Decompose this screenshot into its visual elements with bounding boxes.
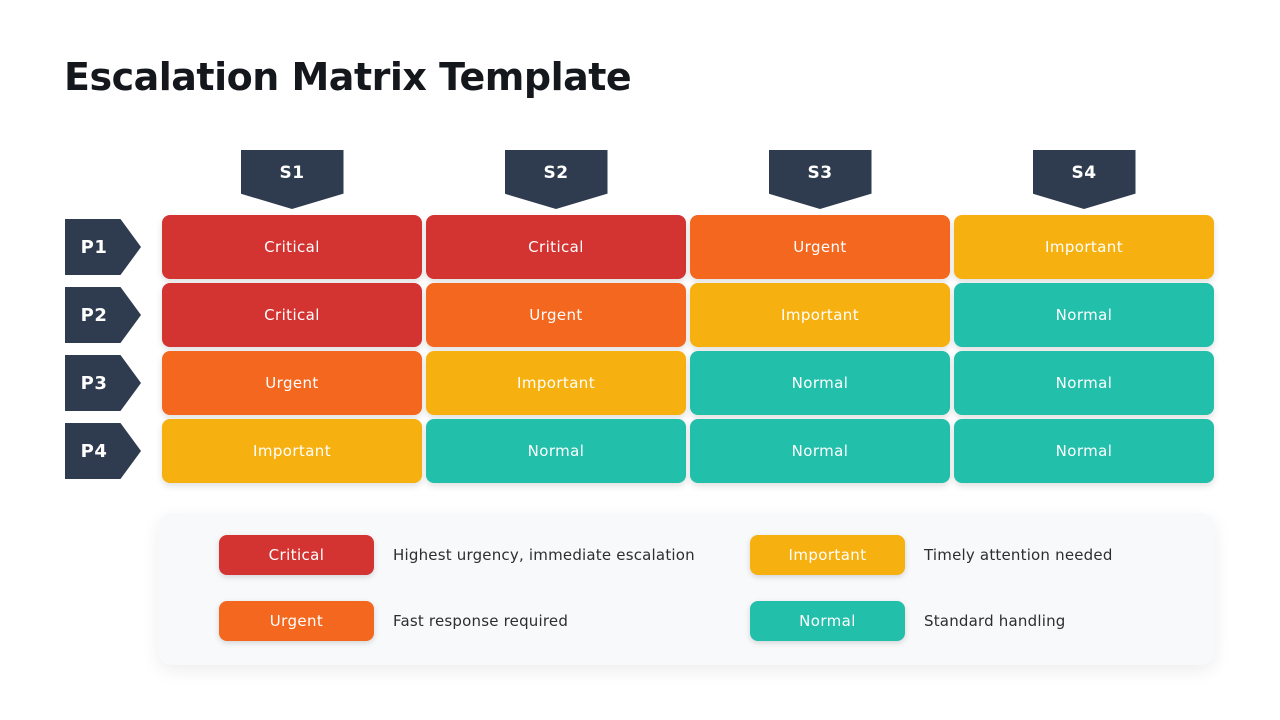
legend-panel: Critical Highest urgency, immediate escal… (158, 513, 1215, 665)
legend-chip-label: Important (788, 546, 867, 564)
matrix-cell: Normal (954, 283, 1214, 347)
matrix-cell-label: Urgent (793, 238, 847, 256)
legend-description: Timely attention needed (924, 546, 1113, 564)
matrix-cell-label: Normal (791, 442, 849, 460)
matrix-cell: Important (954, 215, 1214, 279)
matrix-cell-label: Important (781, 306, 859, 324)
legend-item: Urgent Fast response required (219, 601, 750, 641)
matrix-cell: Normal (954, 419, 1214, 483)
matrix-cell-label: Normal (1055, 442, 1113, 460)
matrix-cell: Important (162, 419, 422, 483)
matrix-cell: Normal (690, 419, 950, 483)
row-header-label: P1 (80, 236, 108, 258)
legend-chip-label: Normal (799, 612, 856, 630)
matrix-cell-label: Critical (528, 238, 584, 256)
legend-chip-label: Critical (268, 546, 325, 564)
matrix-cell: Urgent (690, 215, 950, 279)
column-header-banner: S3 (768, 150, 872, 209)
matrix-cell-label: Important (1045, 238, 1123, 256)
row-header-label: P2 (80, 304, 108, 326)
matrix-cell: Critical (162, 215, 422, 279)
matrix-cell-label: Normal (791, 374, 849, 392)
matrix-cell-label: Urgent (529, 306, 583, 324)
legend-description: Highest urgency, immediate escalation (393, 546, 695, 564)
matrix-cell: Urgent (162, 351, 422, 415)
column-header-banner: S4 (1032, 150, 1136, 209)
column-headers-row: S1 S2 S3 S4 (162, 150, 1214, 209)
matrix-cell-label: Important (517, 374, 595, 392)
matrix-cell: Critical (426, 215, 686, 279)
row-header-arrow: P4 (65, 423, 141, 479)
legend-item: Normal Standard handling (750, 601, 1113, 641)
matrix-cell-label: Urgent (265, 374, 319, 392)
column-header-slot: S2 (426, 150, 686, 209)
column-header-slot: S3 (690, 150, 950, 209)
row-header-arrow: P1 (65, 219, 141, 275)
matrix-cell: Urgent (426, 283, 686, 347)
column-header-label: S4 (1071, 162, 1097, 183)
matrix-cell-label: Normal (1055, 306, 1113, 324)
matrix-cell: Important (690, 283, 950, 347)
legend-chip-label: Urgent (269, 612, 324, 630)
matrix-cell: Normal (690, 351, 950, 415)
matrix-cell-label: Normal (527, 442, 585, 460)
page-title: Escalation Matrix Template (64, 55, 632, 99)
row-header-label: P4 (80, 440, 108, 462)
column-header-banner: S1 (240, 150, 344, 209)
legend-chip: Important (750, 535, 905, 575)
legend-item: Critical Highest urgency, immediate escal… (219, 535, 750, 575)
legend-chip: Urgent (219, 601, 374, 641)
legend-item: Important Timely attention needed (750, 535, 1113, 575)
legend-description: Standard handling (924, 612, 1066, 630)
legend-column: Critical Highest urgency, immediate escal… (219, 535, 750, 643)
row-header-arrow: P3 (65, 355, 141, 411)
matrix-cell: Normal (426, 419, 686, 483)
matrix-row: Urgent Important Normal Normal (162, 351, 1214, 415)
matrix-cell-label: Critical (264, 306, 320, 324)
column-header-slot: S1 (162, 150, 422, 209)
column-header-label: S1 (279, 162, 305, 183)
matrix-row: Important Normal Normal Normal (162, 419, 1214, 483)
matrix-cell: Important (426, 351, 686, 415)
matrix-cell: Normal (954, 351, 1214, 415)
matrix-cell-label: Critical (264, 238, 320, 256)
legend-chip: Normal (750, 601, 905, 641)
column-header-label: S3 (807, 162, 833, 183)
column-header-banner: S2 (504, 150, 608, 209)
matrix-row: Critical Urgent Important Normal (162, 283, 1214, 347)
legend-chip: Critical (219, 535, 374, 575)
row-header-label: P3 (80, 372, 108, 394)
legend-description: Fast response required (393, 612, 569, 630)
matrix-row: Critical Critical Urgent Important (162, 215, 1214, 279)
row-header-arrow: P2 (65, 287, 141, 343)
column-header-label: S2 (543, 162, 569, 183)
matrix-cell: Critical (162, 283, 422, 347)
column-header-slot: S4 (954, 150, 1214, 209)
matrix-cell-label: Normal (1055, 374, 1113, 392)
matrix-cell-label: Important (253, 442, 331, 460)
